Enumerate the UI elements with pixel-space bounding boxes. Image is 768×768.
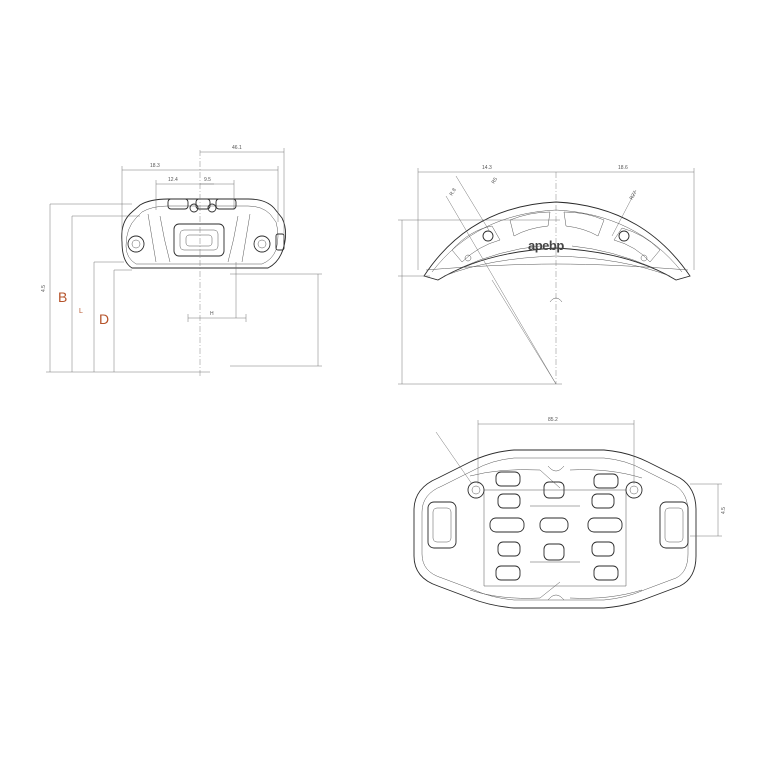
label-d: D (99, 311, 109, 327)
dim-left-span: 18.3 (150, 163, 160, 169)
label-b: B (58, 289, 67, 305)
dim-r1: R.8 (449, 187, 458, 197)
dim-left-half: 14.3 (482, 165, 492, 171)
dim-overall: 46.1 (232, 145, 242, 151)
side-view: 46.1 18.3 12.4 9.5 4.5 H B L D (41, 145, 322, 378)
dim-small: H (210, 311, 214, 317)
dim-r3: R27 (629, 190, 639, 201)
brand-logo-text: apebp (528, 238, 564, 253)
dim-inner-b: 9.5 (204, 177, 211, 183)
dim-inner-a: 12.4 (168, 177, 178, 183)
label-l: L (79, 308, 83, 315)
dim-side: 4.5 (721, 507, 727, 514)
top-view: 85.2 4.5 (413, 417, 727, 609)
dim-span: 85.2 (548, 417, 558, 423)
front-view: apebp R.8 R5 R27 14.3 18.6 (398, 165, 695, 385)
dim-right-half: 18.6 (618, 165, 628, 171)
dim-tick: 4.5 (41, 285, 47, 292)
dim-r2: R5 (491, 176, 500, 185)
